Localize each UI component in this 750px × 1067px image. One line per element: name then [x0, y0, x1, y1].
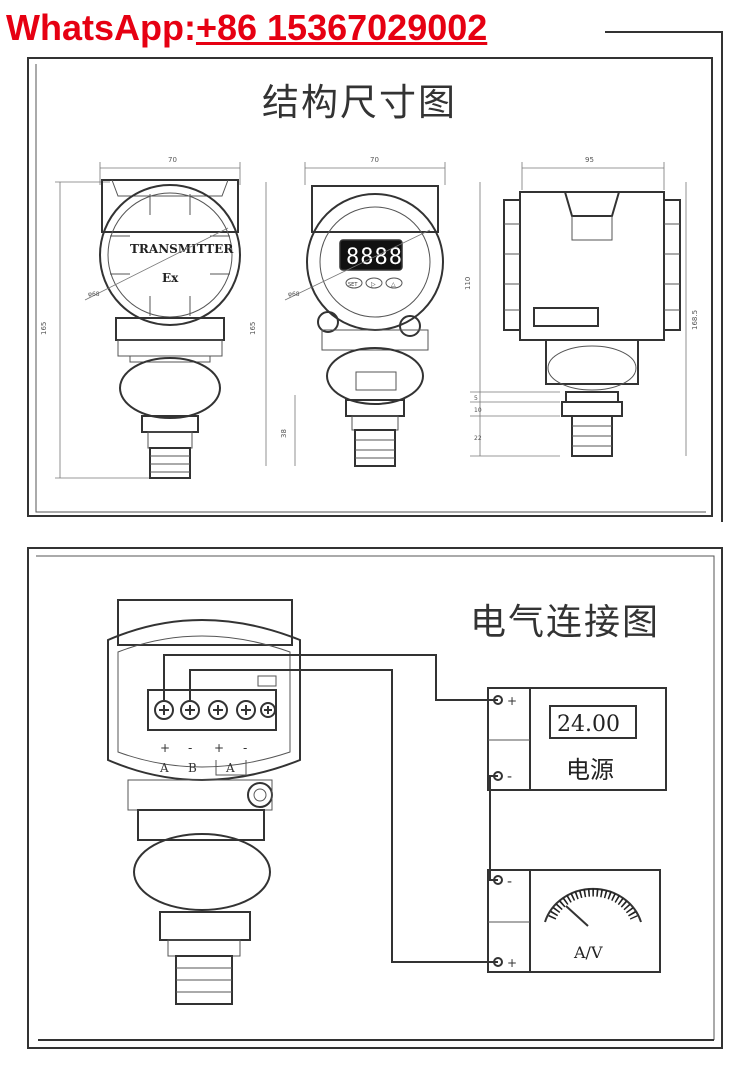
side-dim-total: 168.5 [691, 310, 699, 330]
wiring-transmitter-drawing: + - + - A B A [107, 599, 301, 1005]
side-view-drawing: 95 110 168.5 5 10 22 [464, 156, 699, 457]
terminal-screws [154, 700, 276, 720]
wiring-panel-title: 电气连接图 [470, 602, 661, 643]
display-dim-diameter: φ68 [288, 291, 300, 298]
meter-minus-sign: - [507, 874, 512, 890]
terminal-letter-a: A [159, 761, 169, 775]
whatsapp-label: WhatsApp: [6, 7, 196, 48]
side-dim-upper: 110 [464, 277, 472, 290]
whatsapp-number[interactable]: +86 15367029002 [195, 7, 488, 48]
front-dim-width: 70 [168, 156, 177, 164]
power-minus-sign: - [507, 769, 512, 785]
power-plus-sign: + [507, 694, 517, 708]
front-dim-diameter: φ68 [88, 291, 100, 298]
structure-panel-title: 结构尺寸图 [262, 81, 457, 124]
side-dim-width: 95 [585, 156, 594, 164]
display-dim-lower: 38 [280, 429, 288, 438]
whatsapp-contact[interactable]: WhatsApp:+86 15367029002 [6, 6, 487, 50]
meter-plus-sign: + [507, 956, 517, 970]
terminal-letter-b: B [188, 761, 197, 775]
meter-dial [544, 887, 642, 927]
display-view-drawing: 70 165 38 8888 SET ▷ △ φ68 [249, 156, 446, 467]
structure-panel-frame [27, 31, 723, 522]
front-view-drawing: 70 165 TRANSMITTER Ex φ68 [40, 156, 241, 479]
power-display-value: 24.00 [557, 712, 620, 737]
front-transmitter-label: TRANSMITTER [130, 242, 234, 256]
meter-label: A/V [573, 943, 603, 962]
side-dim-b: 10 [474, 407, 482, 414]
terminal-sign-1: + [160, 741, 170, 755]
meter-box: - + A/V [487, 869, 661, 973]
terminal-sign-4: - [243, 741, 247, 755]
display-button-set: SET [348, 282, 358, 288]
side-dim-a: 5 [474, 395, 478, 402]
wiring-panel-frame [27, 547, 723, 1049]
power-supply-label: 电源 [566, 756, 614, 784]
terminal-letter-a2: A [225, 761, 235, 775]
side-dim-c: 22 [474, 435, 482, 442]
display-button-right: ▷ [371, 281, 376, 288]
display-dim-height: 165 [249, 322, 257, 335]
terminal-sign-3: + [214, 741, 224, 755]
front-dim-height: 165 [40, 322, 48, 335]
display-button-up: △ [391, 281, 396, 288]
display-dim-width: 70 [370, 156, 379, 164]
front-ex-mark: Ex [162, 271, 179, 285]
power-supply-box: + - 24.00 电源 [487, 687, 667, 791]
terminal-sign-2: - [188, 741, 192, 755]
